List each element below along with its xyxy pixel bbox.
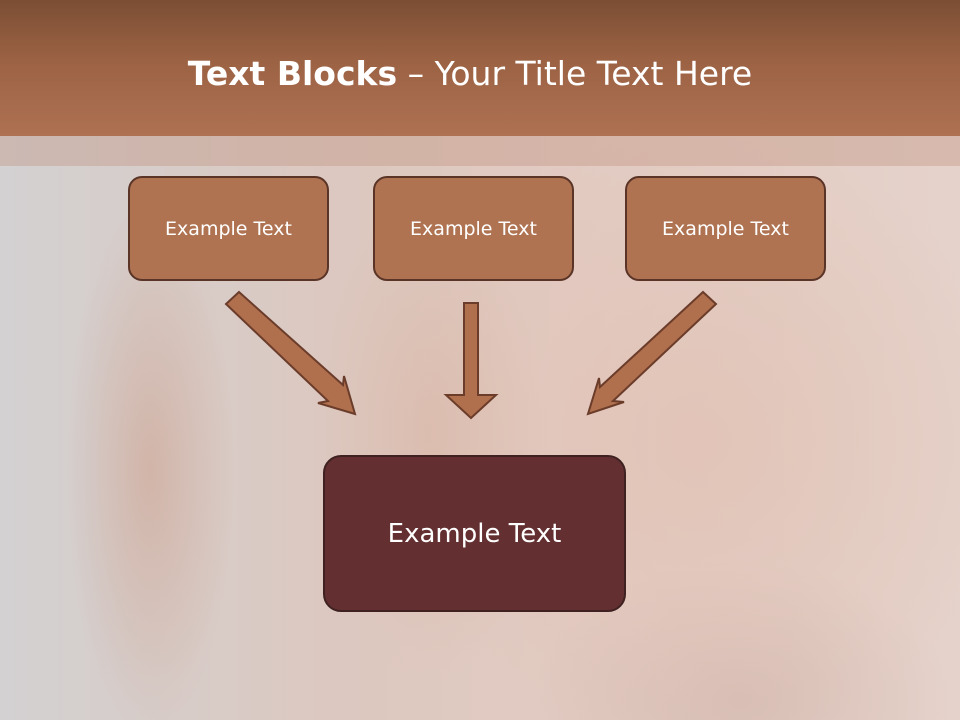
arrow-right-icon: [586, 290, 718, 416]
target-block-label: Example Text: [387, 518, 562, 549]
slide-title: Text Blocks – Your Title Text Here: [0, 54, 940, 94]
text-block-2: Example Text: [373, 176, 574, 281]
slide-title-rest: – Your Title Text Here: [397, 54, 753, 93]
arrow-middle-icon: [443, 302, 499, 420]
text-block-1-label: Example Text: [165, 217, 292, 240]
arrow-left-icon: [224, 290, 357, 416]
slide-title-bold: Text Blocks: [187, 54, 398, 93]
text-block-1: Example Text: [128, 176, 329, 281]
target-block: Example Text: [323, 455, 626, 612]
text-block-3: Example Text: [625, 176, 826, 281]
text-block-3-label: Example Text: [662, 217, 789, 240]
text-block-2-label: Example Text: [410, 217, 537, 240]
title-bar-band: [0, 136, 960, 166]
title-bar: [0, 0, 960, 136]
